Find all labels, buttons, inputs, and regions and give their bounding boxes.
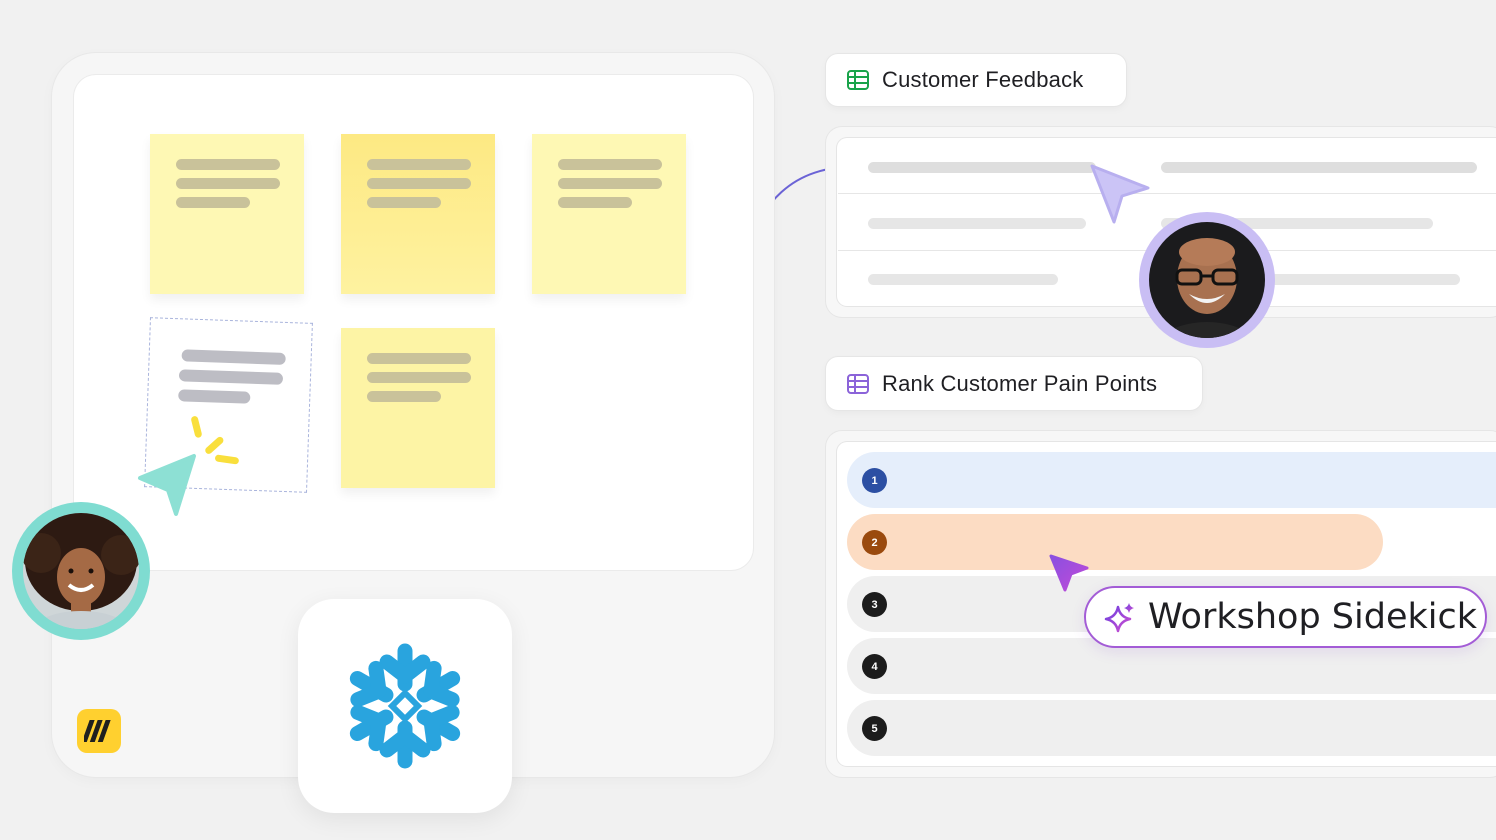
cursor-teal-icon xyxy=(138,454,196,516)
table-cell[interactable] xyxy=(1161,162,1477,173)
rank-badge: 2 xyxy=(862,530,887,555)
sticky-note[interactable] xyxy=(150,134,304,294)
sticky-note[interactable] xyxy=(341,328,495,488)
table-row-divider xyxy=(838,193,1496,194)
spreadsheet-green-icon xyxy=(847,70,869,90)
avatar-photo xyxy=(23,513,139,629)
avatar-collaborator-2 xyxy=(1139,212,1275,348)
table-cell[interactable] xyxy=(868,274,1058,285)
rank-item-2[interactable]: 2 xyxy=(847,514,1383,570)
cursor-purple-icon xyxy=(1049,554,1089,592)
sticky-note[interactable] xyxy=(532,134,686,294)
sticky-note[interactable] xyxy=(341,134,495,294)
rank-badge: 3 xyxy=(862,592,887,617)
rank-badge: 4 xyxy=(862,654,887,679)
snowflake-logo-icon xyxy=(341,643,469,770)
workshop-sidekick-chip[interactable]: Workshop Sidekick xyxy=(1084,586,1487,648)
miro-logo-icon xyxy=(77,709,121,753)
rank-badge: 1 xyxy=(862,468,887,493)
table-cell[interactable] xyxy=(868,218,1086,229)
table-cell[interactable] xyxy=(1161,218,1433,229)
avatar-collaborator-1 xyxy=(12,502,150,640)
table-purple-icon xyxy=(847,373,869,394)
rank-pain-points-title: Rank Customer Pain Points xyxy=(882,370,1158,396)
avatar-photo xyxy=(1149,222,1265,338)
workshop-sidekick-label: Workshop Sidekick xyxy=(1148,597,1477,637)
table-cell[interactable] xyxy=(868,162,1096,173)
rank-badge: 5 xyxy=(862,716,887,741)
table-cell[interactable] xyxy=(1270,274,1460,285)
snowflake-integration-tile[interactable] xyxy=(298,599,512,813)
sparkle-icon xyxy=(1104,603,1134,633)
rank-item-1[interactable]: 1 xyxy=(847,452,1496,508)
rank-item-5[interactable]: 5 xyxy=(847,700,1496,756)
customer-feedback-header[interactable]: Customer Feedback xyxy=(826,54,1126,106)
customer-feedback-title: Customer Feedback xyxy=(882,67,1084,92)
rank-pain-points-header[interactable]: Rank Customer Pain Points xyxy=(826,357,1202,410)
click-sparkle-icon xyxy=(191,416,239,465)
cursor-lavender-icon xyxy=(1090,164,1150,224)
